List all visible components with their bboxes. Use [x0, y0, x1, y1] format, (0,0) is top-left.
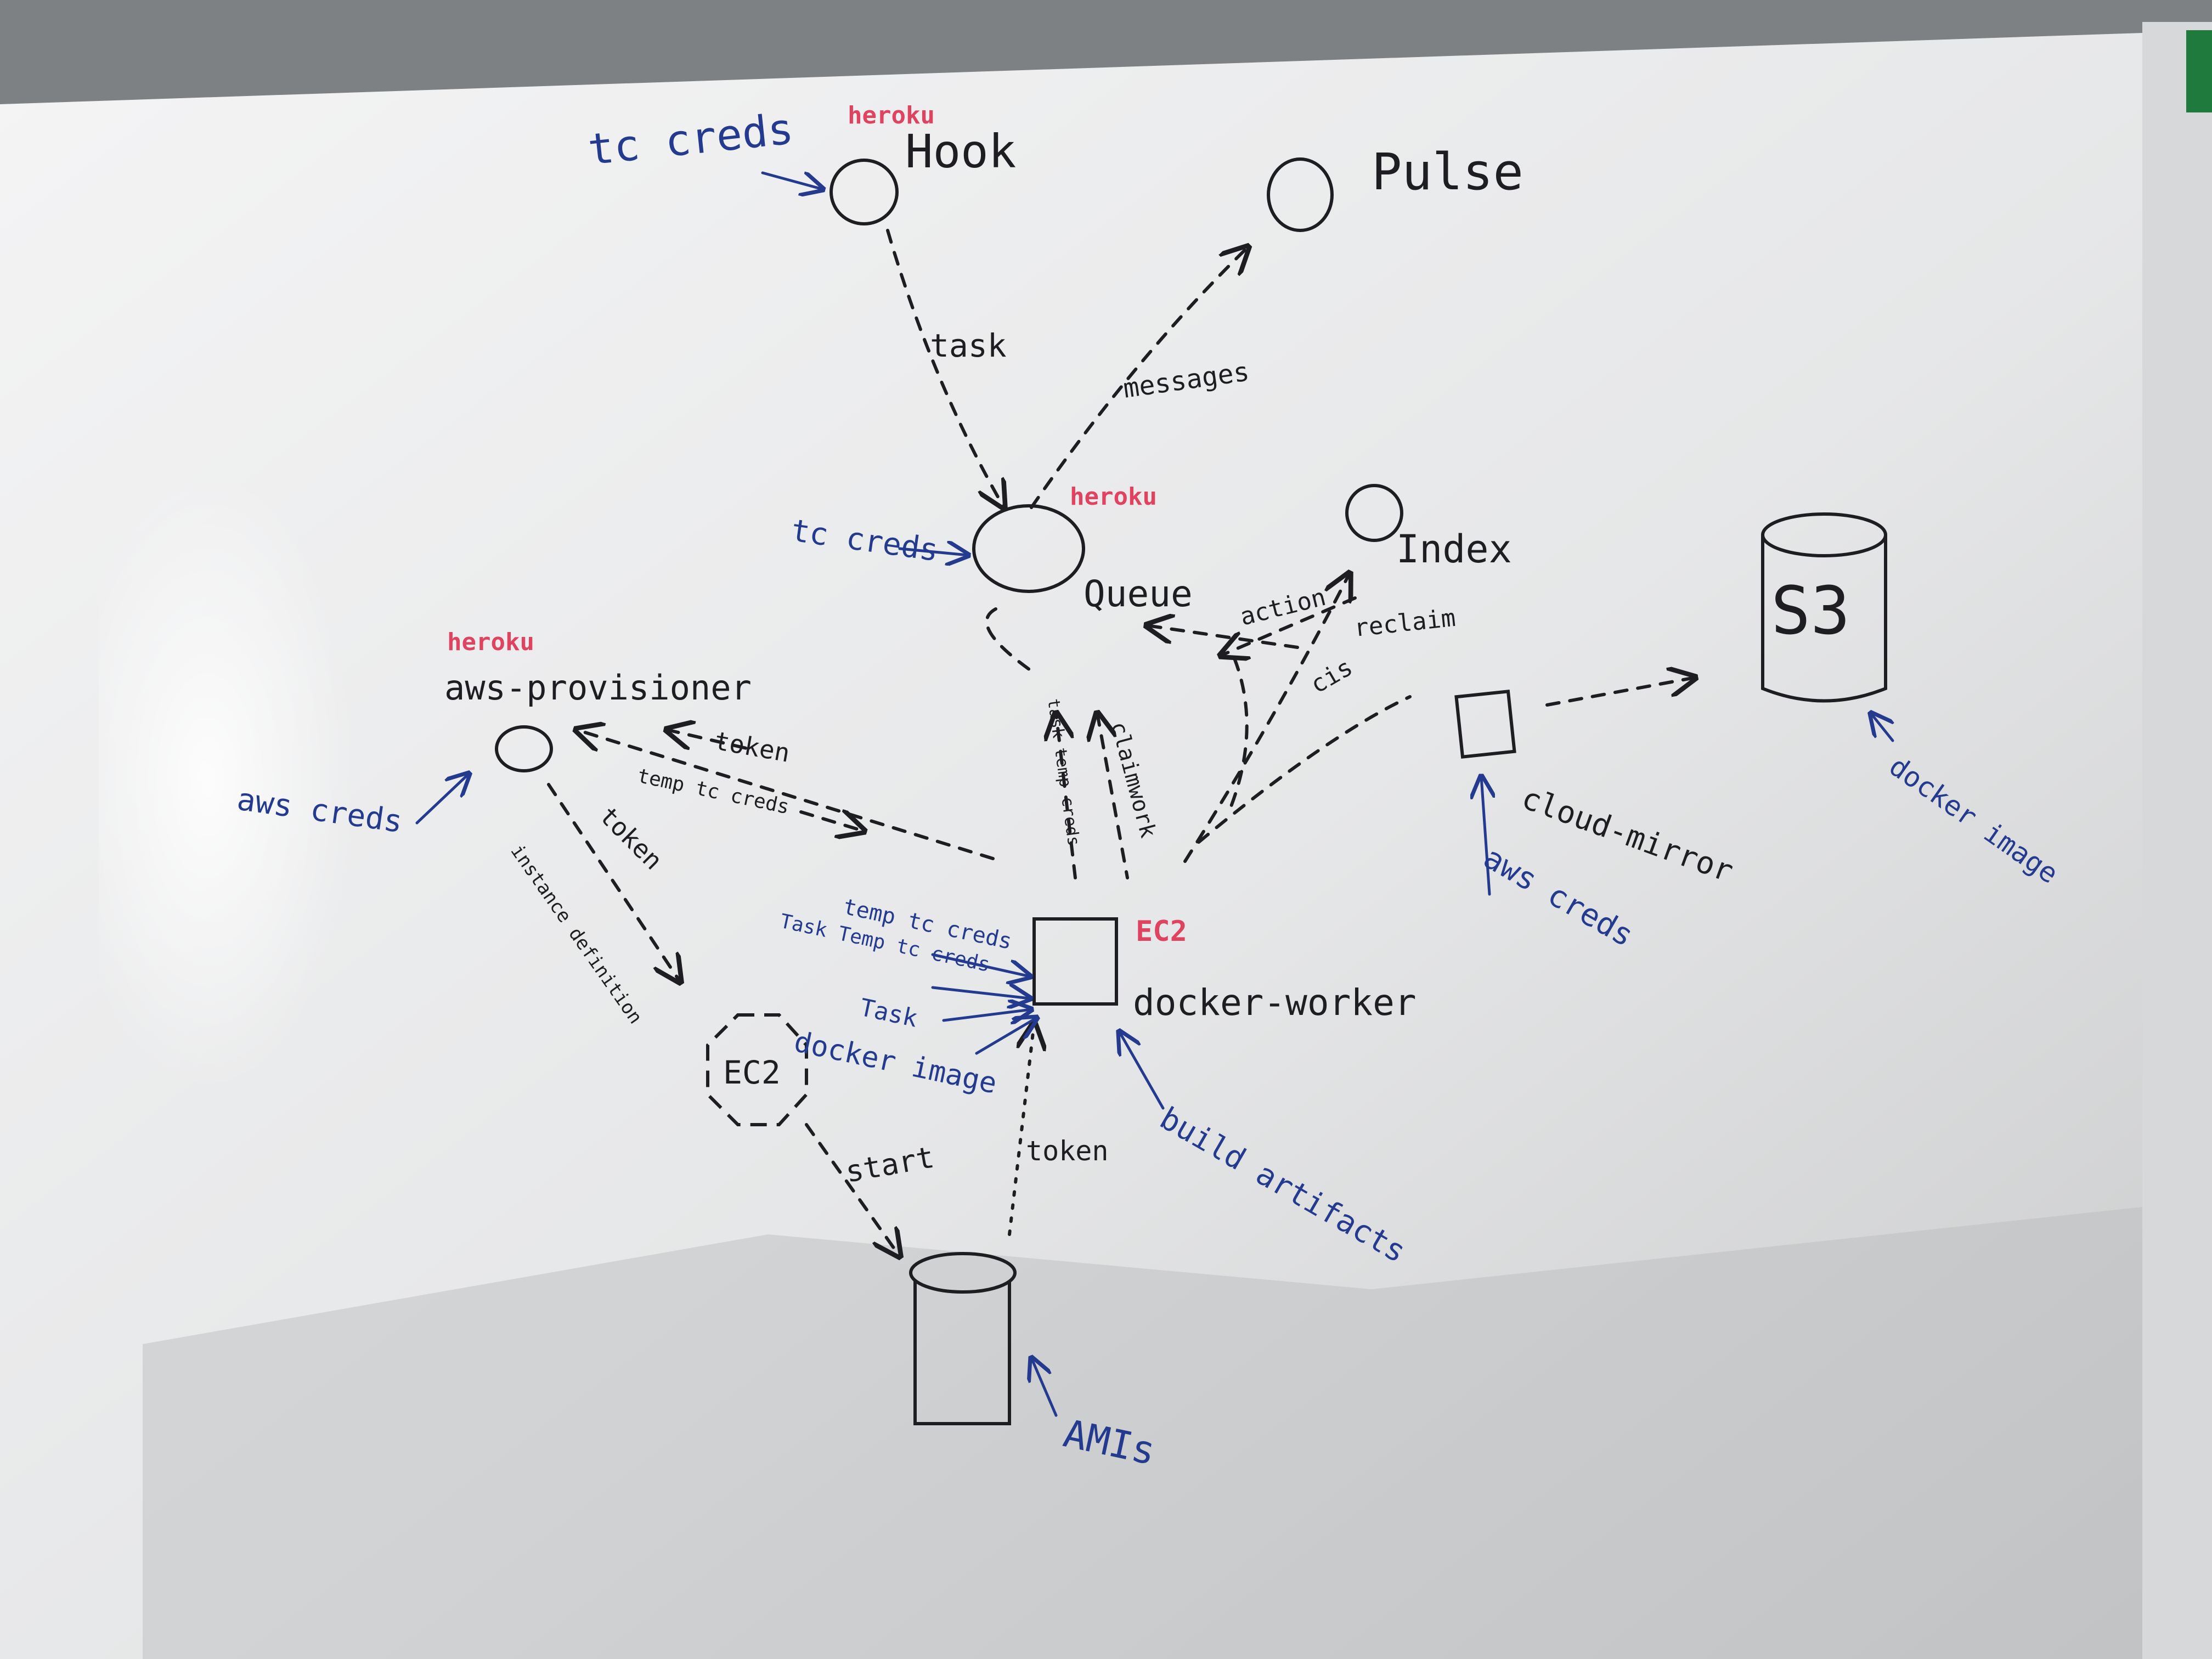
arrow-provisioner-aws-creds [415, 774, 469, 825]
pulse-label: Pulse [1372, 143, 1523, 201]
board-frame-right [2142, 22, 2212, 1659]
pulse-node-circle [1267, 157, 1334, 232]
arrow-worker-task-temp-creds [931, 988, 1030, 998]
edge-token-arrow [667, 730, 751, 751]
ami-cylinder [909, 1252, 1017, 1425]
edge-worker-to-provisioner [576, 730, 995, 860]
edge-label-ami-token: token [1026, 1135, 1109, 1167]
edge-provisioner-to-ec2 [547, 783, 680, 982]
queue-label: Queue [1084, 573, 1193, 615]
queue-host-label: heroku [1070, 483, 1157, 511]
edge-queue-to-pulse [1030, 247, 1248, 509]
cloud-mirror-box [1454, 689, 1516, 759]
index-node-circle [1345, 484, 1403, 542]
worker-host-label: EC2 [1136, 915, 1187, 948]
s3-cylinder [1761, 512, 1887, 703]
aws-provisioner-label: aws-provisioner [444, 668, 752, 708]
window-reflection [99, 384, 592, 1426]
arrow-hook-tc-creds [761, 171, 823, 189]
index-label: Index [1396, 527, 1512, 572]
edge-worker-to-queue-right [1097, 713, 1129, 879]
edge-reclaim [1221, 596, 1357, 656]
s3-label: S3 [1771, 573, 1850, 650]
shadow-reflection [143, 1207, 2142, 1659]
ec2-label: EC2 [723, 1054, 781, 1091]
ec2-octagon [706, 1013, 808, 1126]
queue-node-circle [972, 504, 1085, 593]
edge-worker-to-index [1183, 573, 1350, 863]
edge-hook-to-queue [886, 229, 1004, 507]
provisioner-host-label: heroku [447, 628, 534, 656]
arrow-worker-build-artifacts [1119, 1031, 1165, 1110]
arrow-cloud-mirror-aws-creds [1481, 776, 1489, 896]
hook-node-circle [830, 159, 899, 225]
arrow-worker-task [942, 1009, 1031, 1020]
edge-cis [1227, 657, 1249, 814]
edge-worker-to-queue-left [1056, 713, 1077, 879]
edge-label-task: task [930, 327, 1007, 364]
docker-worker-label: docker-worker [1133, 981, 1417, 1024]
edge-worker-queue-hook [985, 607, 1039, 676]
edge-temp-creds-arrow [799, 812, 864, 831]
arrow-queue-tc-creds [898, 549, 968, 555]
arrow-s3-docker-image [1871, 713, 1893, 742]
hook-label: Hook [905, 125, 1016, 178]
edge-ec2-start-ami [805, 1123, 900, 1256]
arrow-amis [1031, 1358, 1058, 1417]
hook-host-label: heroku [848, 101, 935, 129]
aws-provisioner-node-circle [495, 725, 553, 772]
arrow-worker-temp-creds [931, 953, 1030, 977]
edge-cloud-mirror-to-s3 [1545, 678, 1695, 707]
edge-worker-to-cloud-mirror [1197, 695, 1412, 844]
edge-ami-token-worker [1008, 1023, 1034, 1236]
arrow-worker-docker-image [975, 1018, 1037, 1055]
green-marker [2186, 30, 2212, 112]
